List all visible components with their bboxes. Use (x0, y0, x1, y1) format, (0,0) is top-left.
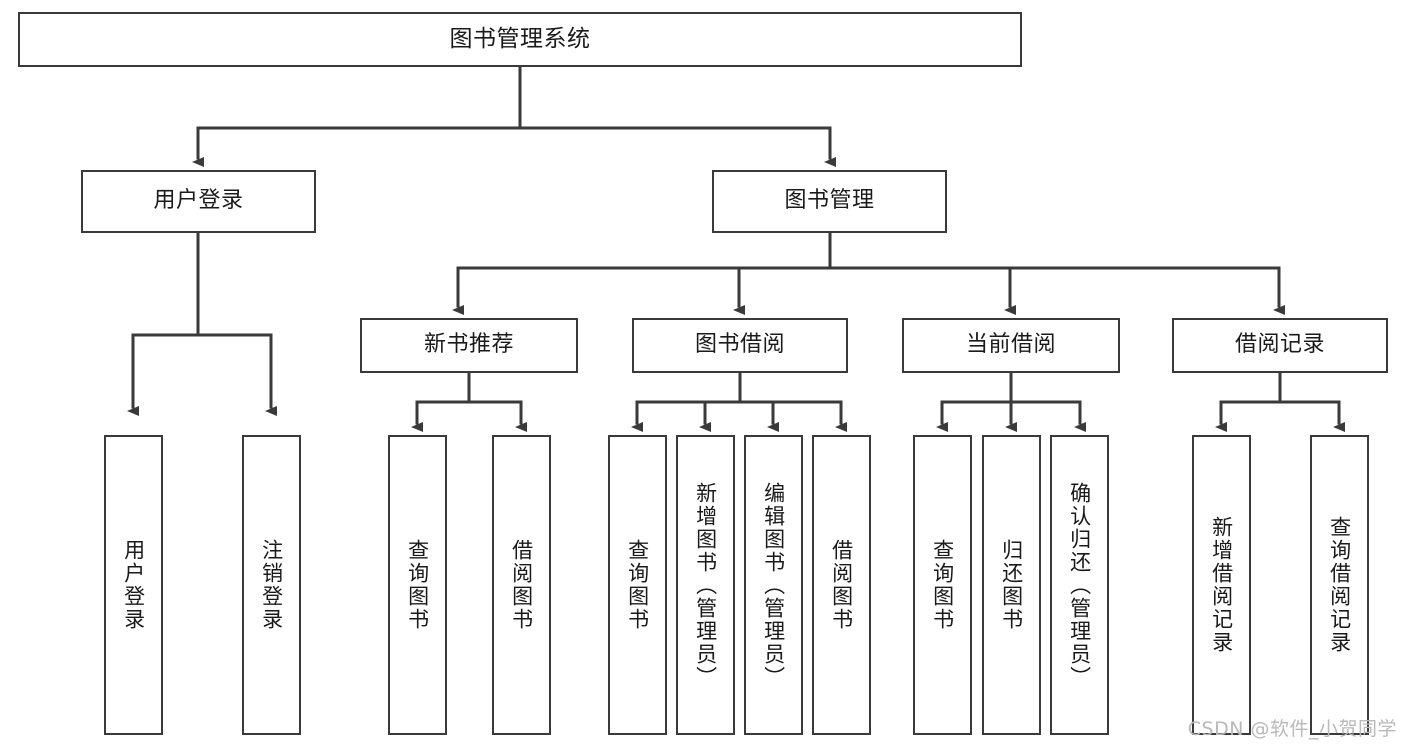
node-label: 新增借阅记录 (1209, 516, 1234, 654)
node-label: 图书管理系统 (449, 25, 591, 52)
node-label: 用户登录 (153, 188, 244, 214)
node-label: 确认归还（管理员） (1067, 481, 1092, 689)
node-book-borrow[interactable]: 图书借阅 (632, 318, 848, 373)
node-new-book-recommend[interactable]: 新书推荐 (360, 318, 578, 373)
node-label: 当前借阅 (965, 332, 1056, 358)
node-label: 借阅图书 (829, 539, 854, 631)
node-label: 用户登录 (121, 539, 146, 631)
node-current-borrow[interactable]: 当前借阅 (902, 318, 1120, 373)
node-label: 注销登录 (259, 539, 284, 631)
leaf-user-login[interactable]: 用户登录 (104, 435, 163, 735)
leaf-query-book-recommend[interactable]: 查询图书 (388, 435, 447, 735)
leaf-edit-book-admin[interactable]: 编辑图书（管理员） (744, 435, 803, 735)
node-label: 新增图书（管理员） (693, 481, 718, 689)
leaf-query-book-current[interactable]: 查询图书 (913, 435, 972, 735)
leaf-query-book-borrow[interactable]: 查询图书 (608, 435, 667, 735)
node-label: 归还图书 (999, 539, 1024, 631)
leaf-user-logout[interactable]: 注销登录 (242, 435, 301, 735)
leaf-borrow-book-recommend[interactable]: 借阅图书 (492, 435, 551, 735)
leaf-query-borrow-record[interactable]: 查询借阅记录 (1310, 435, 1369, 735)
node-label: 图书管理 (784, 188, 875, 214)
node-label: 新书推荐 (423, 332, 514, 358)
leaf-add-borrow-record[interactable]: 新增借阅记录 (1192, 435, 1251, 735)
node-label: 编辑图书（管理员） (761, 481, 786, 689)
node-label: 借阅图书 (509, 539, 534, 631)
leaf-add-book-admin[interactable]: 新增图书（管理员） (676, 435, 735, 735)
leaf-return-book[interactable]: 归还图书 (982, 435, 1041, 735)
node-label: 查询图书 (930, 539, 955, 631)
csdn-watermark: CSDN @软件_小贺同学 (1187, 718, 1397, 740)
node-borrow-record[interactable]: 借阅记录 (1172, 318, 1388, 373)
node-label: 借阅记录 (1234, 332, 1325, 358)
node-user-login[interactable]: 用户登录 (81, 170, 316, 233)
node-label: 查询借阅记录 (1327, 516, 1352, 654)
node-label: 图书借阅 (694, 332, 785, 358)
leaf-borrow-book[interactable]: 借阅图书 (812, 435, 871, 735)
node-label: 查询图书 (405, 539, 430, 631)
leaf-confirm-return-admin[interactable]: 确认归还（管理员） (1050, 435, 1109, 735)
node-root-book-management-system[interactable]: 图书管理系统 (18, 12, 1022, 67)
node-label: 查询图书 (625, 539, 650, 631)
node-book-management[interactable]: 图书管理 (712, 170, 947, 233)
